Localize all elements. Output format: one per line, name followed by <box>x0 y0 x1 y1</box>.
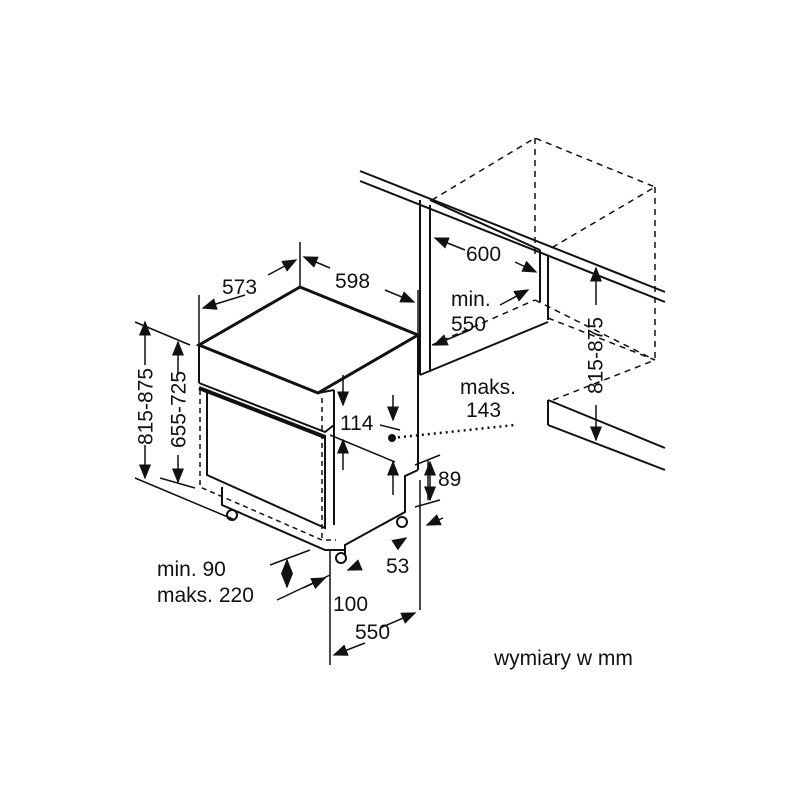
dimension-815-875-left: 815-875 <box>134 367 158 446</box>
dimension-598: 598 <box>335 270 371 293</box>
countertop <box>359 170 666 303</box>
dimension-655-725: 655-725 <box>167 370 191 449</box>
dimension-143: 143 <box>466 399 502 422</box>
measure-point <box>388 434 396 442</box>
dimension-600: 600 <box>466 243 502 266</box>
dimension-53: 53 <box>386 555 410 578</box>
cabinet-side-panels <box>419 199 666 471</box>
dimension-min-label: min. <box>451 288 491 311</box>
foot-front-right <box>335 552 347 564</box>
dimension-573: 573 <box>222 276 258 299</box>
dimension-min-550: 550 <box>451 313 487 336</box>
foot-back-right <box>396 516 408 528</box>
dimension-maks-label: maks. <box>460 376 517 399</box>
cabinet-niche-outline <box>431 137 657 401</box>
dimension-maks-220: maks. 220 <box>157 584 254 607</box>
dimension-100: 100 <box>333 593 369 616</box>
dimension-815-875-niche: 815-875 <box>584 316 608 395</box>
units-caption: wymiary w mm <box>494 647 633 670</box>
dimension-lines <box>134 237 602 665</box>
dishwasher-body <box>195 285 422 564</box>
foot-front-left <box>226 509 238 521</box>
dimension-89: 89 <box>438 468 462 491</box>
dimension-114: 114 <box>340 412 374 435</box>
dimension-550: 550 <box>355 621 391 644</box>
dimension-min-90: min. 90 <box>157 558 226 581</box>
